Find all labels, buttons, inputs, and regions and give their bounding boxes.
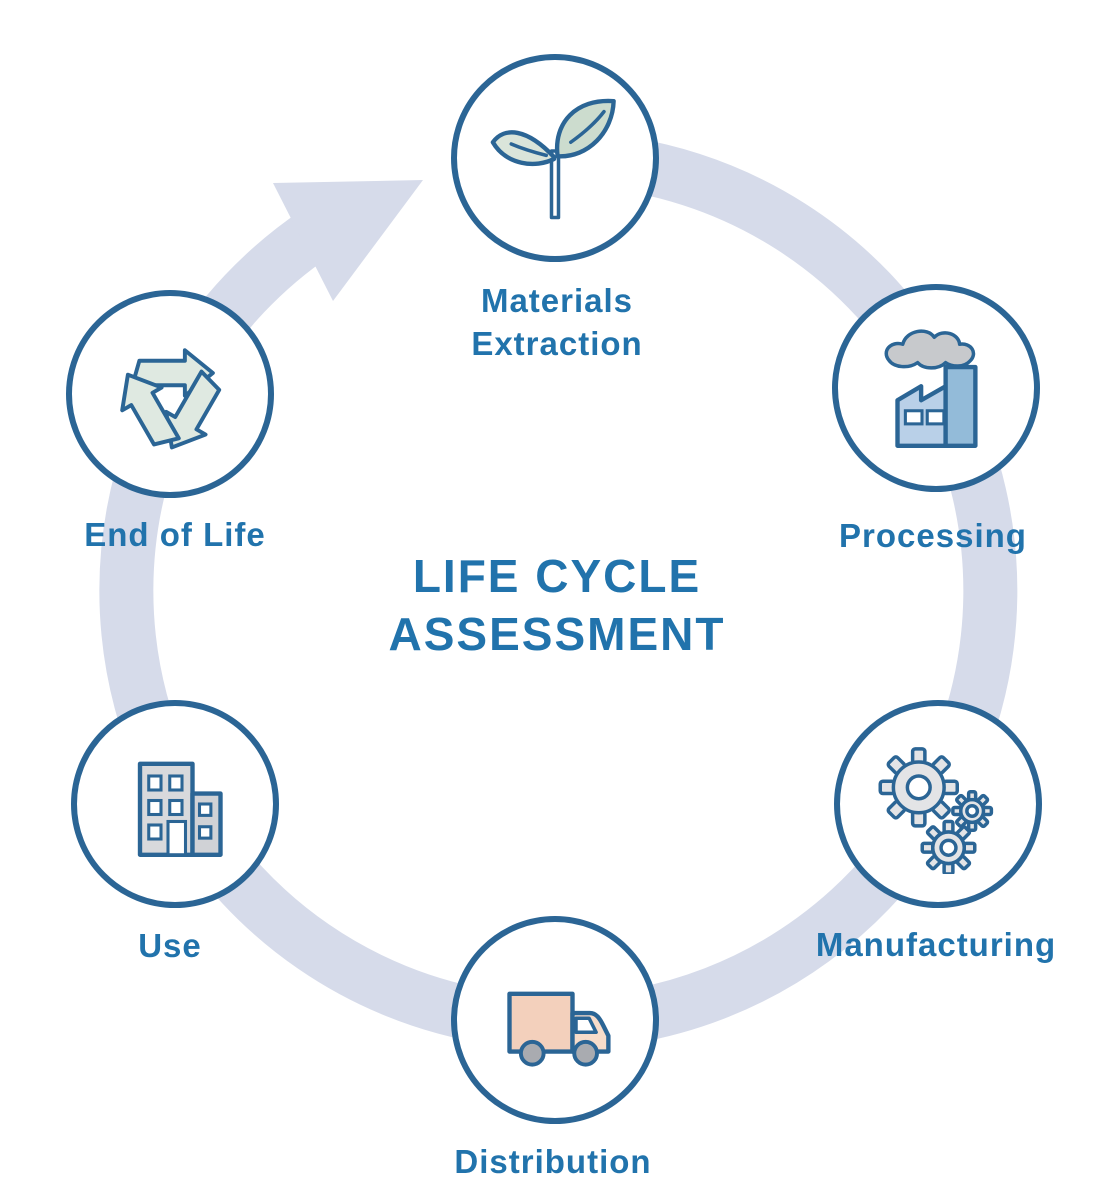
diagram-title-line1: LIFE CYCLE: [412, 550, 702, 602]
stage-label-distribution: Distribution: [454, 1143, 652, 1180]
stage-label-use: Use: [138, 927, 202, 964]
stage-circle-manufacturing: [834, 700, 1042, 908]
stage-circle-end-of-life: [66, 290, 274, 498]
diagram-title-line2: ASSESSMENT: [388, 607, 726, 660]
seedling-icon: [490, 98, 616, 220]
recycle-icon: [106, 348, 234, 461]
stage-label-processing: Processing: [839, 517, 1027, 554]
cycle-band: [99, 131, 1018, 1050]
cycle-arrowhead-icon: [273, 180, 423, 301]
stage-label-manufacturing: Manufacturing: [815, 926, 1057, 963]
building-icon: [137, 761, 223, 857]
diagram-title: LIFE CYCLE ASSESSMENT: [389, 548, 726, 663]
stage-label-materials-extraction: Materials Extraction: [471, 282, 643, 362]
stage-circle-distribution: [451, 916, 659, 1124]
stage-label-end-of-life: End of Life: [84, 516, 266, 553]
stage-circle-processing: [832, 284, 1040, 492]
stage-circle-materials-extraction: [451, 54, 659, 262]
truck-icon: [507, 991, 611, 1067]
stage-circle-use: [71, 700, 279, 908]
gears-icon: [878, 747, 994, 874]
factory-icon: [884, 329, 978, 448]
